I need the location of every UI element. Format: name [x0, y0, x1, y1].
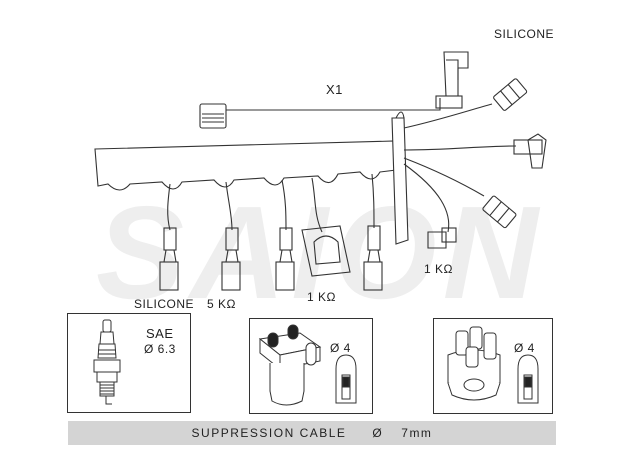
- lead-right-b: [403, 145, 517, 151]
- lead-1: [167, 183, 171, 231]
- lead-3: [281, 179, 287, 231]
- cable-loom-rail: [94, 140, 397, 191]
- detail-box-cap-right: Ø 4: [433, 318, 553, 414]
- label-silicone-bottom: SILICONE: [134, 297, 195, 311]
- distributor-tower-icon: [447, 326, 539, 404]
- distributor-post: [391, 117, 409, 245]
- connector-right-c: [482, 195, 517, 229]
- footer-diameter-symbol: Ø: [372, 426, 384, 440]
- lead-4: [311, 177, 323, 233]
- boot-1: [159, 227, 179, 291]
- connector-right-a: [493, 78, 528, 111]
- detail-box-spark-plug: SAE Ø 6.3: [67, 313, 191, 413]
- lead-2: [225, 181, 233, 231]
- spark-plug-standard: SAE: [146, 326, 174, 341]
- boot-4-angled: [301, 225, 351, 277]
- footer-suppression-cable: SUPPRESSION CABLE Ø 7mm: [68, 421, 556, 445]
- label-resistance-5k: 5 KΩ: [207, 297, 236, 311]
- cap-right-diameter: Ø 4: [514, 341, 535, 355]
- label-resistance-1k-mid: 1 KΩ: [307, 290, 336, 304]
- distributor-cap-icon: [258, 324, 357, 406]
- spark-plug-icon: [93, 319, 121, 405]
- boot-2: [221, 227, 241, 291]
- spark-plug-diameter: Ø 6.3: [144, 342, 176, 356]
- detail-box-cap-left: Ø 4: [249, 318, 373, 414]
- lead-x1: [226, 98, 441, 111]
- cap-left-diameter: Ø 4: [330, 341, 351, 355]
- watermark-logo: SAION: [96, 186, 544, 316]
- lead-5: [371, 173, 375, 229]
- footer-text: SUPPRESSION CABLE: [191, 426, 347, 440]
- connector-right-b: [513, 133, 547, 169]
- lead-right-a: [403, 103, 493, 129]
- label-silicone-top: SILICONE: [494, 27, 555, 41]
- label-resistance-1k-right: 1 KΩ: [424, 262, 453, 276]
- lead-right-c: [403, 157, 485, 197]
- connector-top: [435, 51, 469, 109]
- connector-x1: [199, 103, 227, 129]
- boot-5: [363, 225, 383, 291]
- boot-3: [275, 227, 295, 291]
- label-x1: X1: [326, 82, 343, 97]
- svg-text:SAION: SAION: [96, 186, 544, 316]
- lead-right-d: [403, 163, 450, 233]
- connector-right-d: [427, 227, 457, 249]
- footer-diameter: 7mm: [401, 426, 433, 440]
